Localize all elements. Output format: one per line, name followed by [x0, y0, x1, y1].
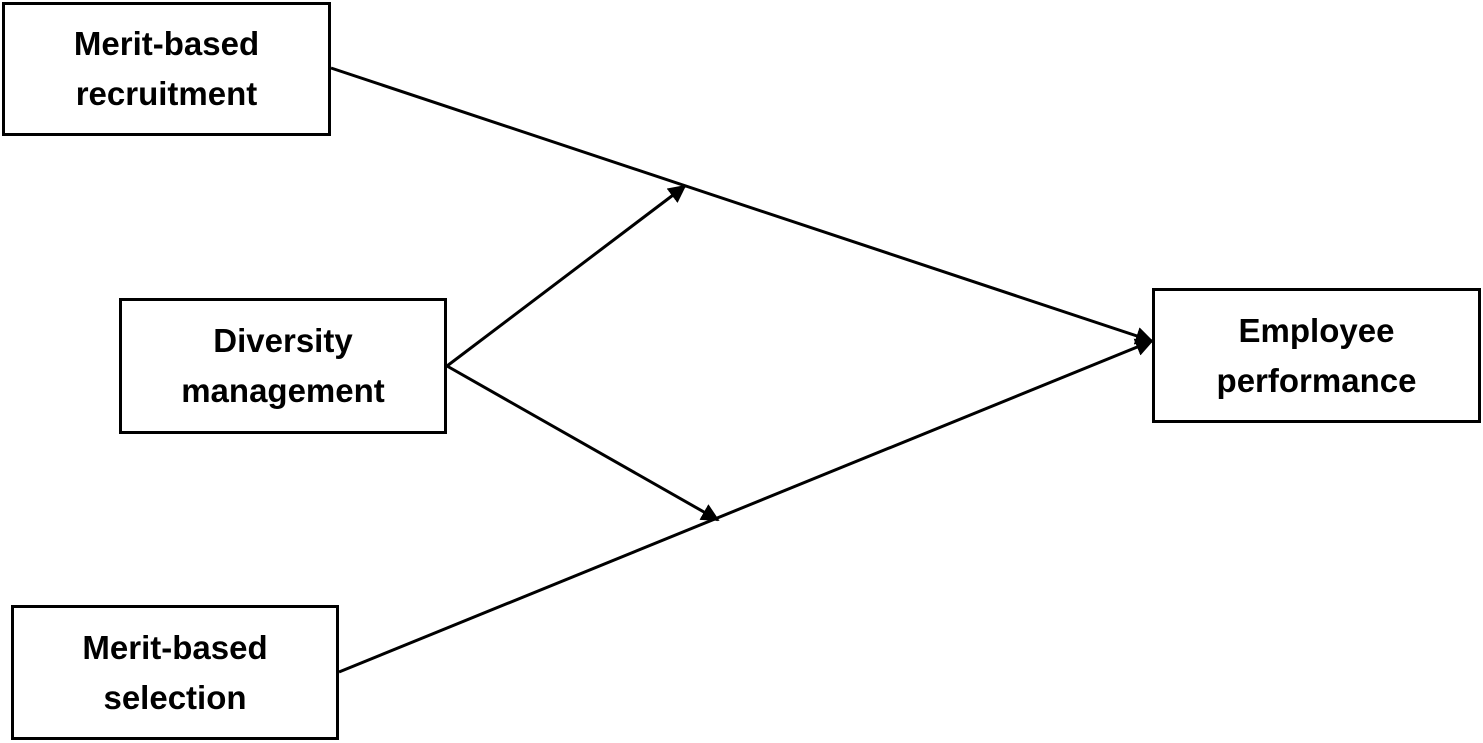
arrow-recruitment-to-performance	[330, 66, 1154, 345]
node-merit-based-recruitment: Merit-based recruitment	[2, 2, 331, 136]
node-employee-performance: Employee performance	[1152, 288, 1481, 423]
arrow-diversity-moderates-recruitment-path	[446, 184, 687, 368]
node-label-line-1: Merit-based	[73, 25, 260, 62]
node-label-line-1: Merit-based	[82, 628, 268, 666]
arrow-selection-to-performance	[338, 338, 1154, 674]
node-label-line-2: selection	[103, 678, 247, 716]
node-label-line-2: recruitment	[75, 75, 258, 112]
node-merit-based-selection: Merit-based selection	[11, 605, 339, 740]
node-label-line-1: Diversity	[213, 322, 353, 359]
node-diversity-management: Diversity management	[119, 298, 447, 434]
node-label-line-2: performance	[1216, 361, 1417, 399]
node-label-line-1: Employee	[1238, 311, 1395, 349]
node-label-line-2: management	[181, 372, 385, 409]
arrow-diversity-moderates-selection-path	[446, 364, 720, 522]
